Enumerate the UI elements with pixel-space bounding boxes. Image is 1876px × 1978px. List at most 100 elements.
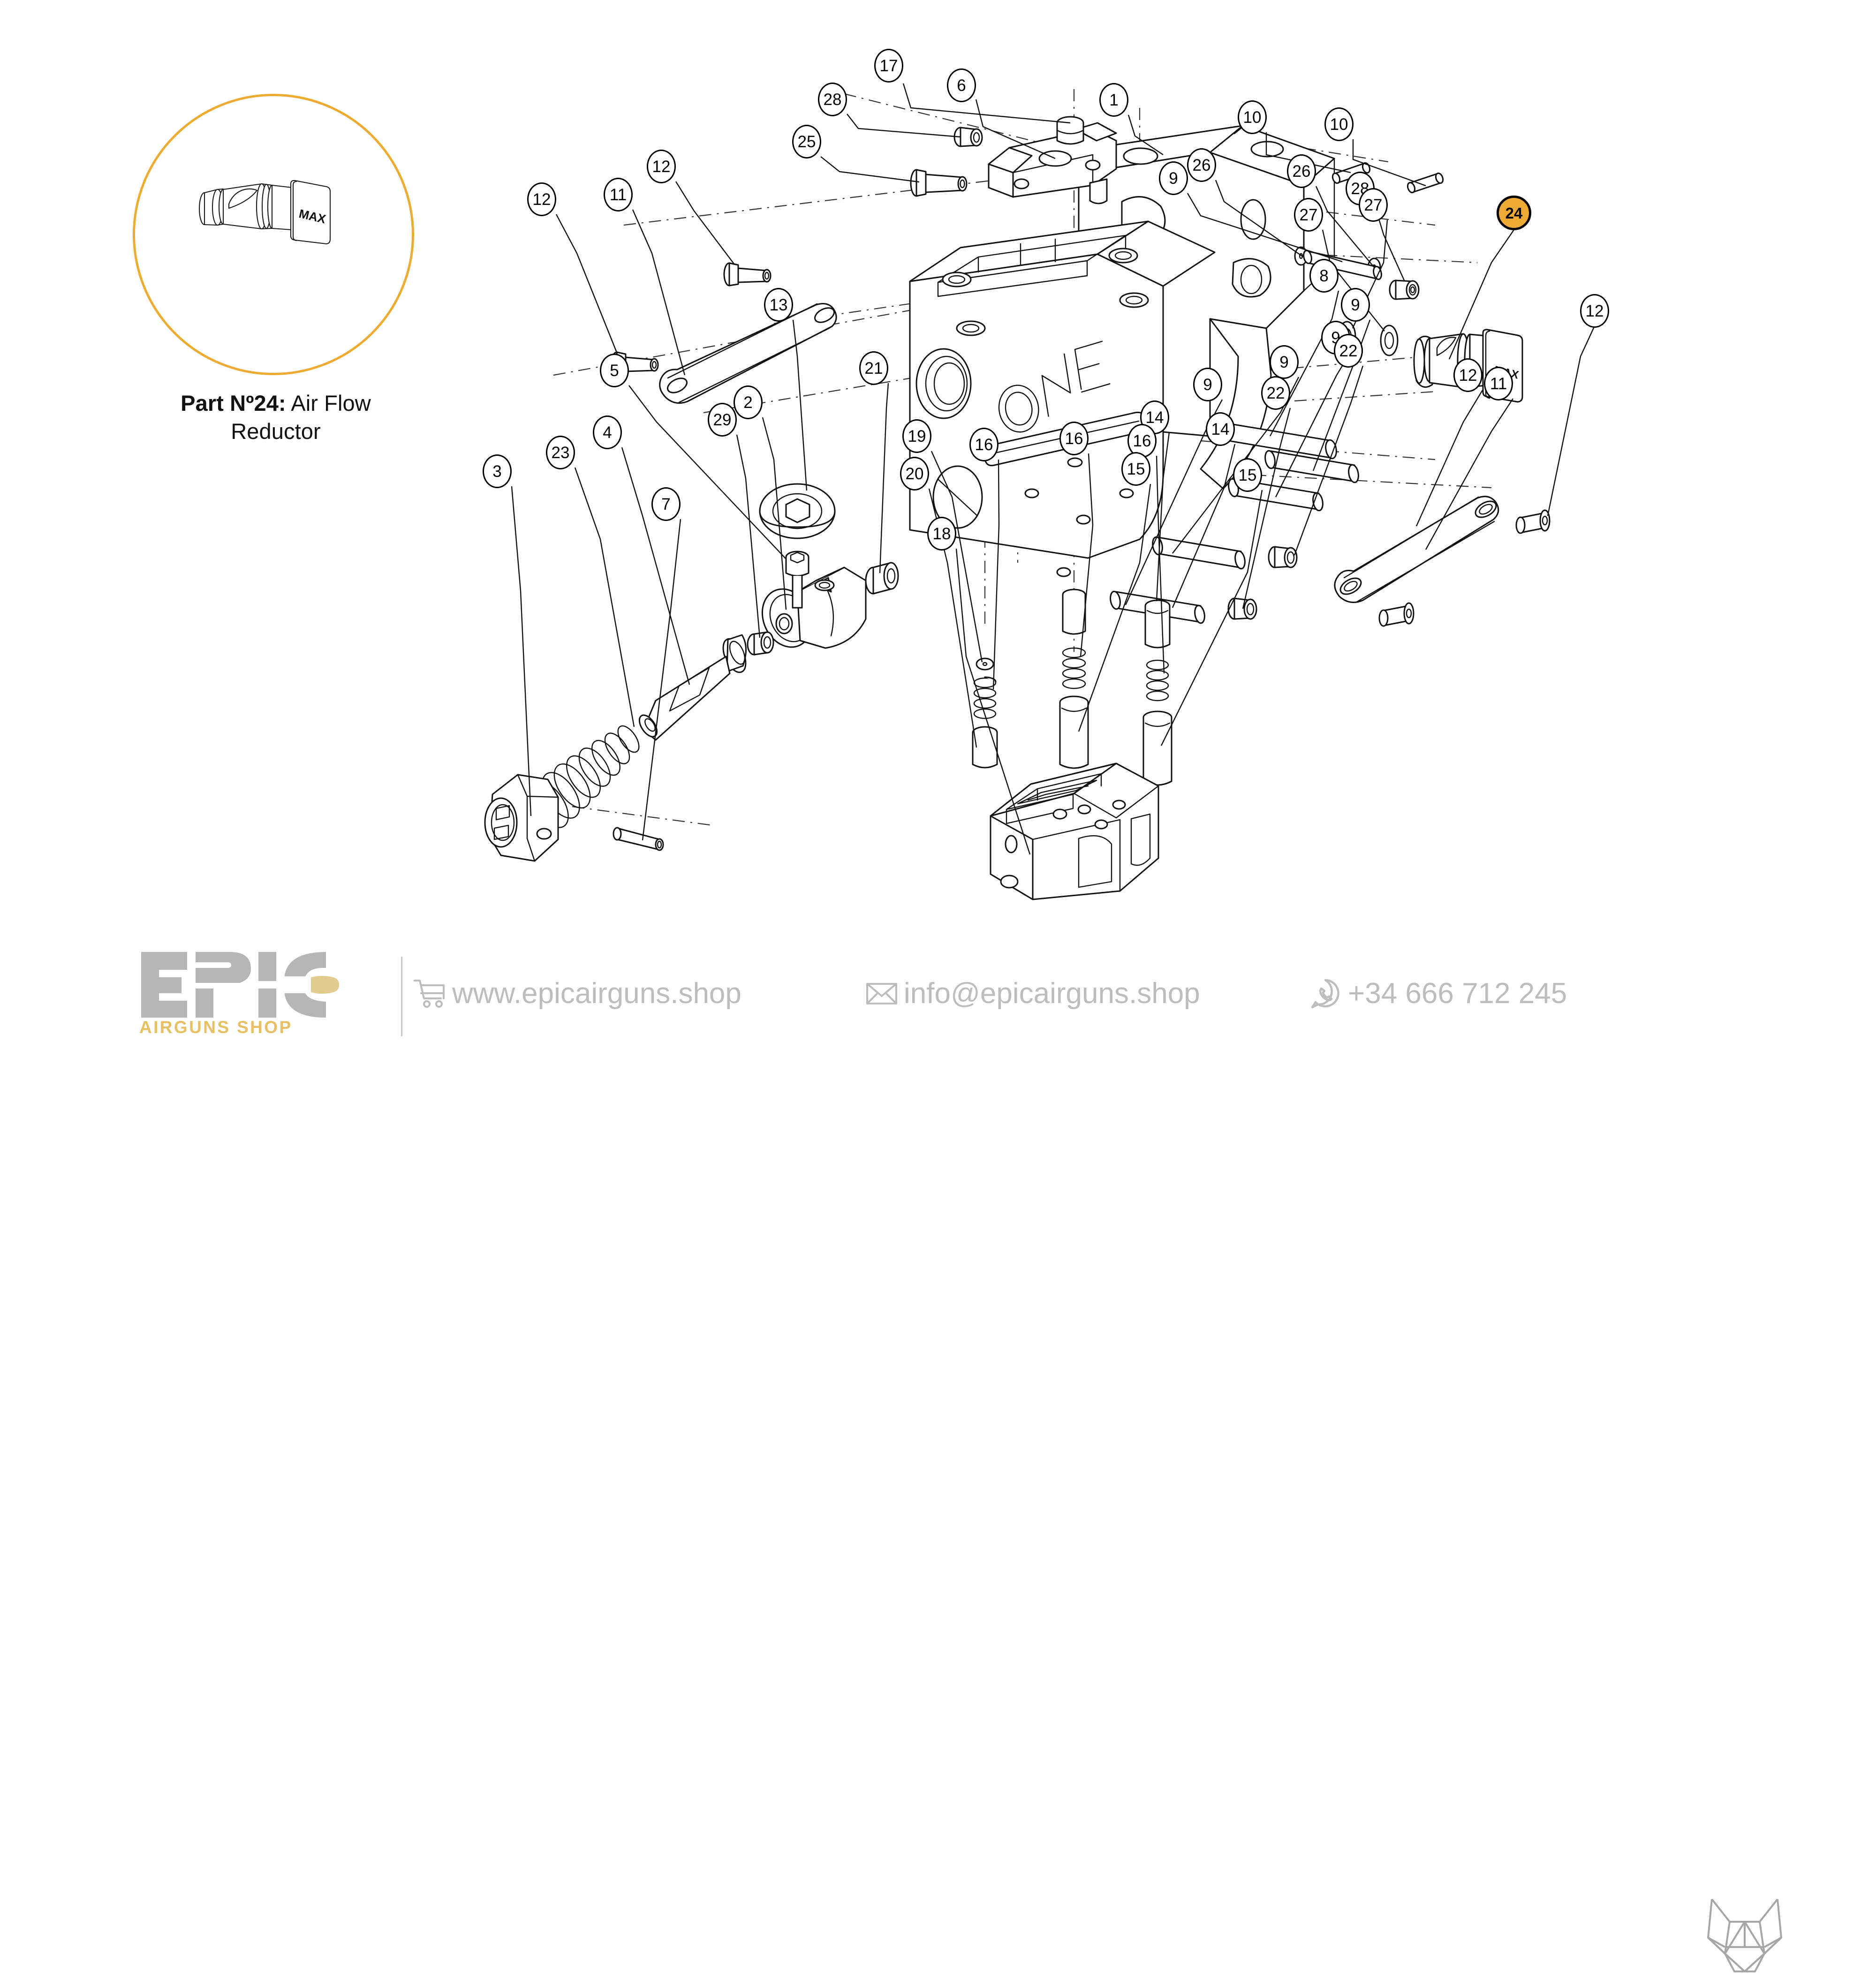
callout-10[interactable]: 10: [1324, 107, 1354, 141]
callout-8[interactable]: 8: [1309, 259, 1339, 293]
footer-email-text: info@epicairguns.shop: [904, 977, 1200, 1010]
callout-11[interactable]: 11: [604, 178, 633, 211]
callout-12[interactable]: 12: [1453, 358, 1483, 392]
callout-label: 12: [652, 157, 671, 176]
footer-divider: [401, 957, 402, 1036]
callout-label: 9: [1169, 169, 1178, 188]
callout-label: 13: [769, 295, 788, 314]
callout-label: 14: [1145, 408, 1164, 427]
part-5-hex-bolt: [785, 551, 809, 609]
callout-10[interactable]: 10: [1238, 100, 1267, 134]
part-12-screw-upper-right: [1515, 509, 1551, 534]
part-29-seal: [747, 631, 774, 656]
callout-label: 15: [1127, 460, 1145, 478]
callout-9[interactable]: 9: [1193, 368, 1222, 401]
footer-website[interactable]: www.epicairguns.shop: [413, 974, 741, 1012]
callout-18[interactable]: 18: [927, 517, 956, 551]
callout-1[interactable]: 1: [1099, 83, 1128, 117]
callout-25[interactable]: 25: [792, 125, 821, 159]
callout-14[interactable]: 14: [1206, 412, 1235, 446]
callout-24[interactable]: 24: [1497, 196, 1531, 230]
callout-26[interactable]: 26: [1287, 154, 1316, 188]
callout-15[interactable]: 15: [1233, 458, 1262, 492]
epic-logo: AIRGUNS SHOP: [138, 948, 354, 1042]
footer-email[interactable]: info@epicairguns.shop: [865, 974, 1200, 1012]
callout-label: 10: [1330, 115, 1348, 134]
callout-12[interactable]: 12: [1580, 294, 1609, 328]
callout-label: 26: [1192, 156, 1211, 174]
callout-label: 19: [908, 427, 926, 445]
footer-phone[interactable]: +34 666 712 245: [1309, 974, 1567, 1012]
callout-label: 24: [1505, 204, 1523, 222]
part-12-screw-upper-left: [723, 262, 772, 287]
callout-28[interactable]: 28: [818, 83, 847, 116]
air-flow-reductor-illustration: MAX: [198, 180, 331, 245]
callout-27[interactable]: 27: [1294, 198, 1323, 232]
detent-stack-center: [1059, 647, 1089, 769]
callout-label: 9: [1351, 295, 1360, 314]
callout-2[interactable]: 2: [734, 385, 763, 419]
callout-6[interactable]: 6: [947, 68, 976, 102]
callout-label: 16: [975, 435, 993, 454]
footer-website-text: www.epicairguns.shop: [452, 977, 741, 1010]
featured-part-panel: MAX Part Nº24: Air Flow Reductor: [126, 89, 426, 464]
part-21-collar: [865, 562, 899, 595]
callout-label: 25: [797, 132, 816, 151]
featured-part-caption: Part Nº24: Air Flow Reductor: [126, 389, 426, 445]
part-25-rivet: [910, 169, 968, 197]
callout-17[interactable]: 17: [874, 49, 903, 83]
callout-label: 20: [905, 464, 924, 483]
callout-label: 3: [492, 462, 502, 481]
callout-11[interactable]: 11: [1484, 367, 1513, 400]
callout-label: 22: [1339, 341, 1358, 360]
callout-5[interactable]: 5: [600, 354, 629, 387]
callout-9[interactable]: 9: [1341, 288, 1370, 322]
callout-19[interactable]: 19: [902, 419, 931, 453]
part-main-housing-one: [909, 220, 1216, 577]
exploded-assembly-drawing: .ln{fill:#fff;stroke:#111;stroke-width:3…: [484, 83, 1596, 900]
callout-3[interactable]: 3: [483, 454, 512, 488]
callout-13[interactable]: 13: [764, 288, 793, 322]
callout-label: 4: [603, 423, 612, 442]
callout-21[interactable]: 21: [859, 351, 888, 385]
callout-16[interactable]: 16: [969, 428, 999, 461]
callout-4[interactable]: 4: [593, 415, 622, 449]
callout-15[interactable]: 15: [1121, 452, 1150, 486]
callout-9[interactable]: 9: [1159, 161, 1188, 195]
callout-label: 2: [743, 393, 753, 412]
part-13-bearing: [759, 483, 836, 539]
callout-7[interactable]: 7: [651, 487, 681, 521]
callout-label: 10: [1243, 108, 1262, 127]
callout-23[interactable]: 23: [546, 436, 575, 469]
callout-label: 12: [1585, 302, 1604, 320]
callout-22[interactable]: 22: [1261, 376, 1290, 410]
part-22-spacer-a: [1268, 546, 1298, 568]
parts-diagram-sheet: MAX Part Nº24: Air Flow Reductor .ln{fil…: [126, 49, 1782, 1972]
featured-part-caption-rest: Air Flow: [286, 391, 371, 415]
callout-label: 12: [1459, 366, 1477, 385]
callout-12[interactable]: 12: [527, 182, 556, 216]
callout-9[interactable]: 9: [1270, 345, 1299, 379]
part-2-valve-body: [761, 566, 867, 649]
callout-26[interactable]: 26: [1187, 148, 1216, 182]
callout-label: 16: [1065, 429, 1083, 448]
part-18-trigger-housing: [990, 763, 1159, 900]
part-11-right-link: [1334, 496, 1499, 603]
callout-label: 9: [1203, 375, 1212, 394]
callout-label: 29: [713, 410, 732, 429]
callout-27[interactable]: 27: [1359, 188, 1388, 222]
callout-label: 8: [1319, 266, 1329, 285]
callout-29[interactable]: 29: [708, 403, 737, 437]
detent-stack-left: [972, 657, 998, 769]
cart-icon: [413, 978, 446, 1009]
callout-22[interactable]: 22: [1334, 334, 1363, 368]
part-9-pin-e: [1152, 536, 1246, 570]
callout-16[interactable]: 16: [1059, 422, 1089, 455]
part-9-pin-c: [1264, 450, 1359, 483]
callout-label: 5: [610, 361, 619, 380]
callout-12[interactable]: 12: [647, 150, 676, 183]
callout-20[interactable]: 20: [900, 457, 929, 491]
callout-label: 27: [1364, 196, 1383, 214]
callout-label: 1: [1109, 91, 1119, 109]
part-11-left-link: [659, 303, 837, 404]
